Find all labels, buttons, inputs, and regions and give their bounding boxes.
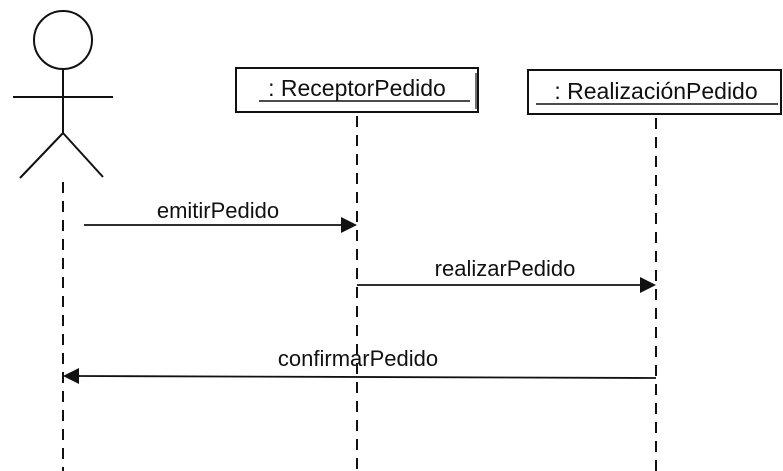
actor-left-leg: [19, 132, 64, 179]
object-box-receptor: [235, 67, 479, 113]
arrowhead-realizar-pedido: [640, 277, 656, 293]
message-emitir-pedido: emitirPedido: [84, 198, 357, 233]
message-realizar-pedido: realizarPedido: [357, 256, 656, 293]
object-realizacion-pedido: : RealizaciónPedido: [527, 69, 782, 115]
message-label-realizar-pedido: realizarPedido: [435, 256, 576, 281]
arrowhead-emitir-pedido: [341, 217, 357, 233]
actor-stick-figure-icon: [13, 10, 113, 179]
object-box-realizacion: [527, 69, 782, 115]
object-label-receptor: : ReceptorPedido: [268, 75, 446, 101]
actor-right-leg: [62, 132, 104, 178]
message-label-confirmar-pedido: confirmarPedido: [278, 346, 438, 371]
message-confirmar-pedido: confirmarPedido: [63, 346, 657, 384]
object-receptor-pedido: : ReceptorPedido: [235, 67, 479, 113]
message-line-confirmar-pedido: [76, 375, 657, 379]
actor-head: [33, 10, 93, 70]
message-label-emitir-pedido: emitirPedido: [157, 198, 279, 223]
object-label-realizacion: : RealizaciónPedido: [554, 78, 757, 104]
arrowhead-confirmar-pedido: [63, 368, 79, 384]
